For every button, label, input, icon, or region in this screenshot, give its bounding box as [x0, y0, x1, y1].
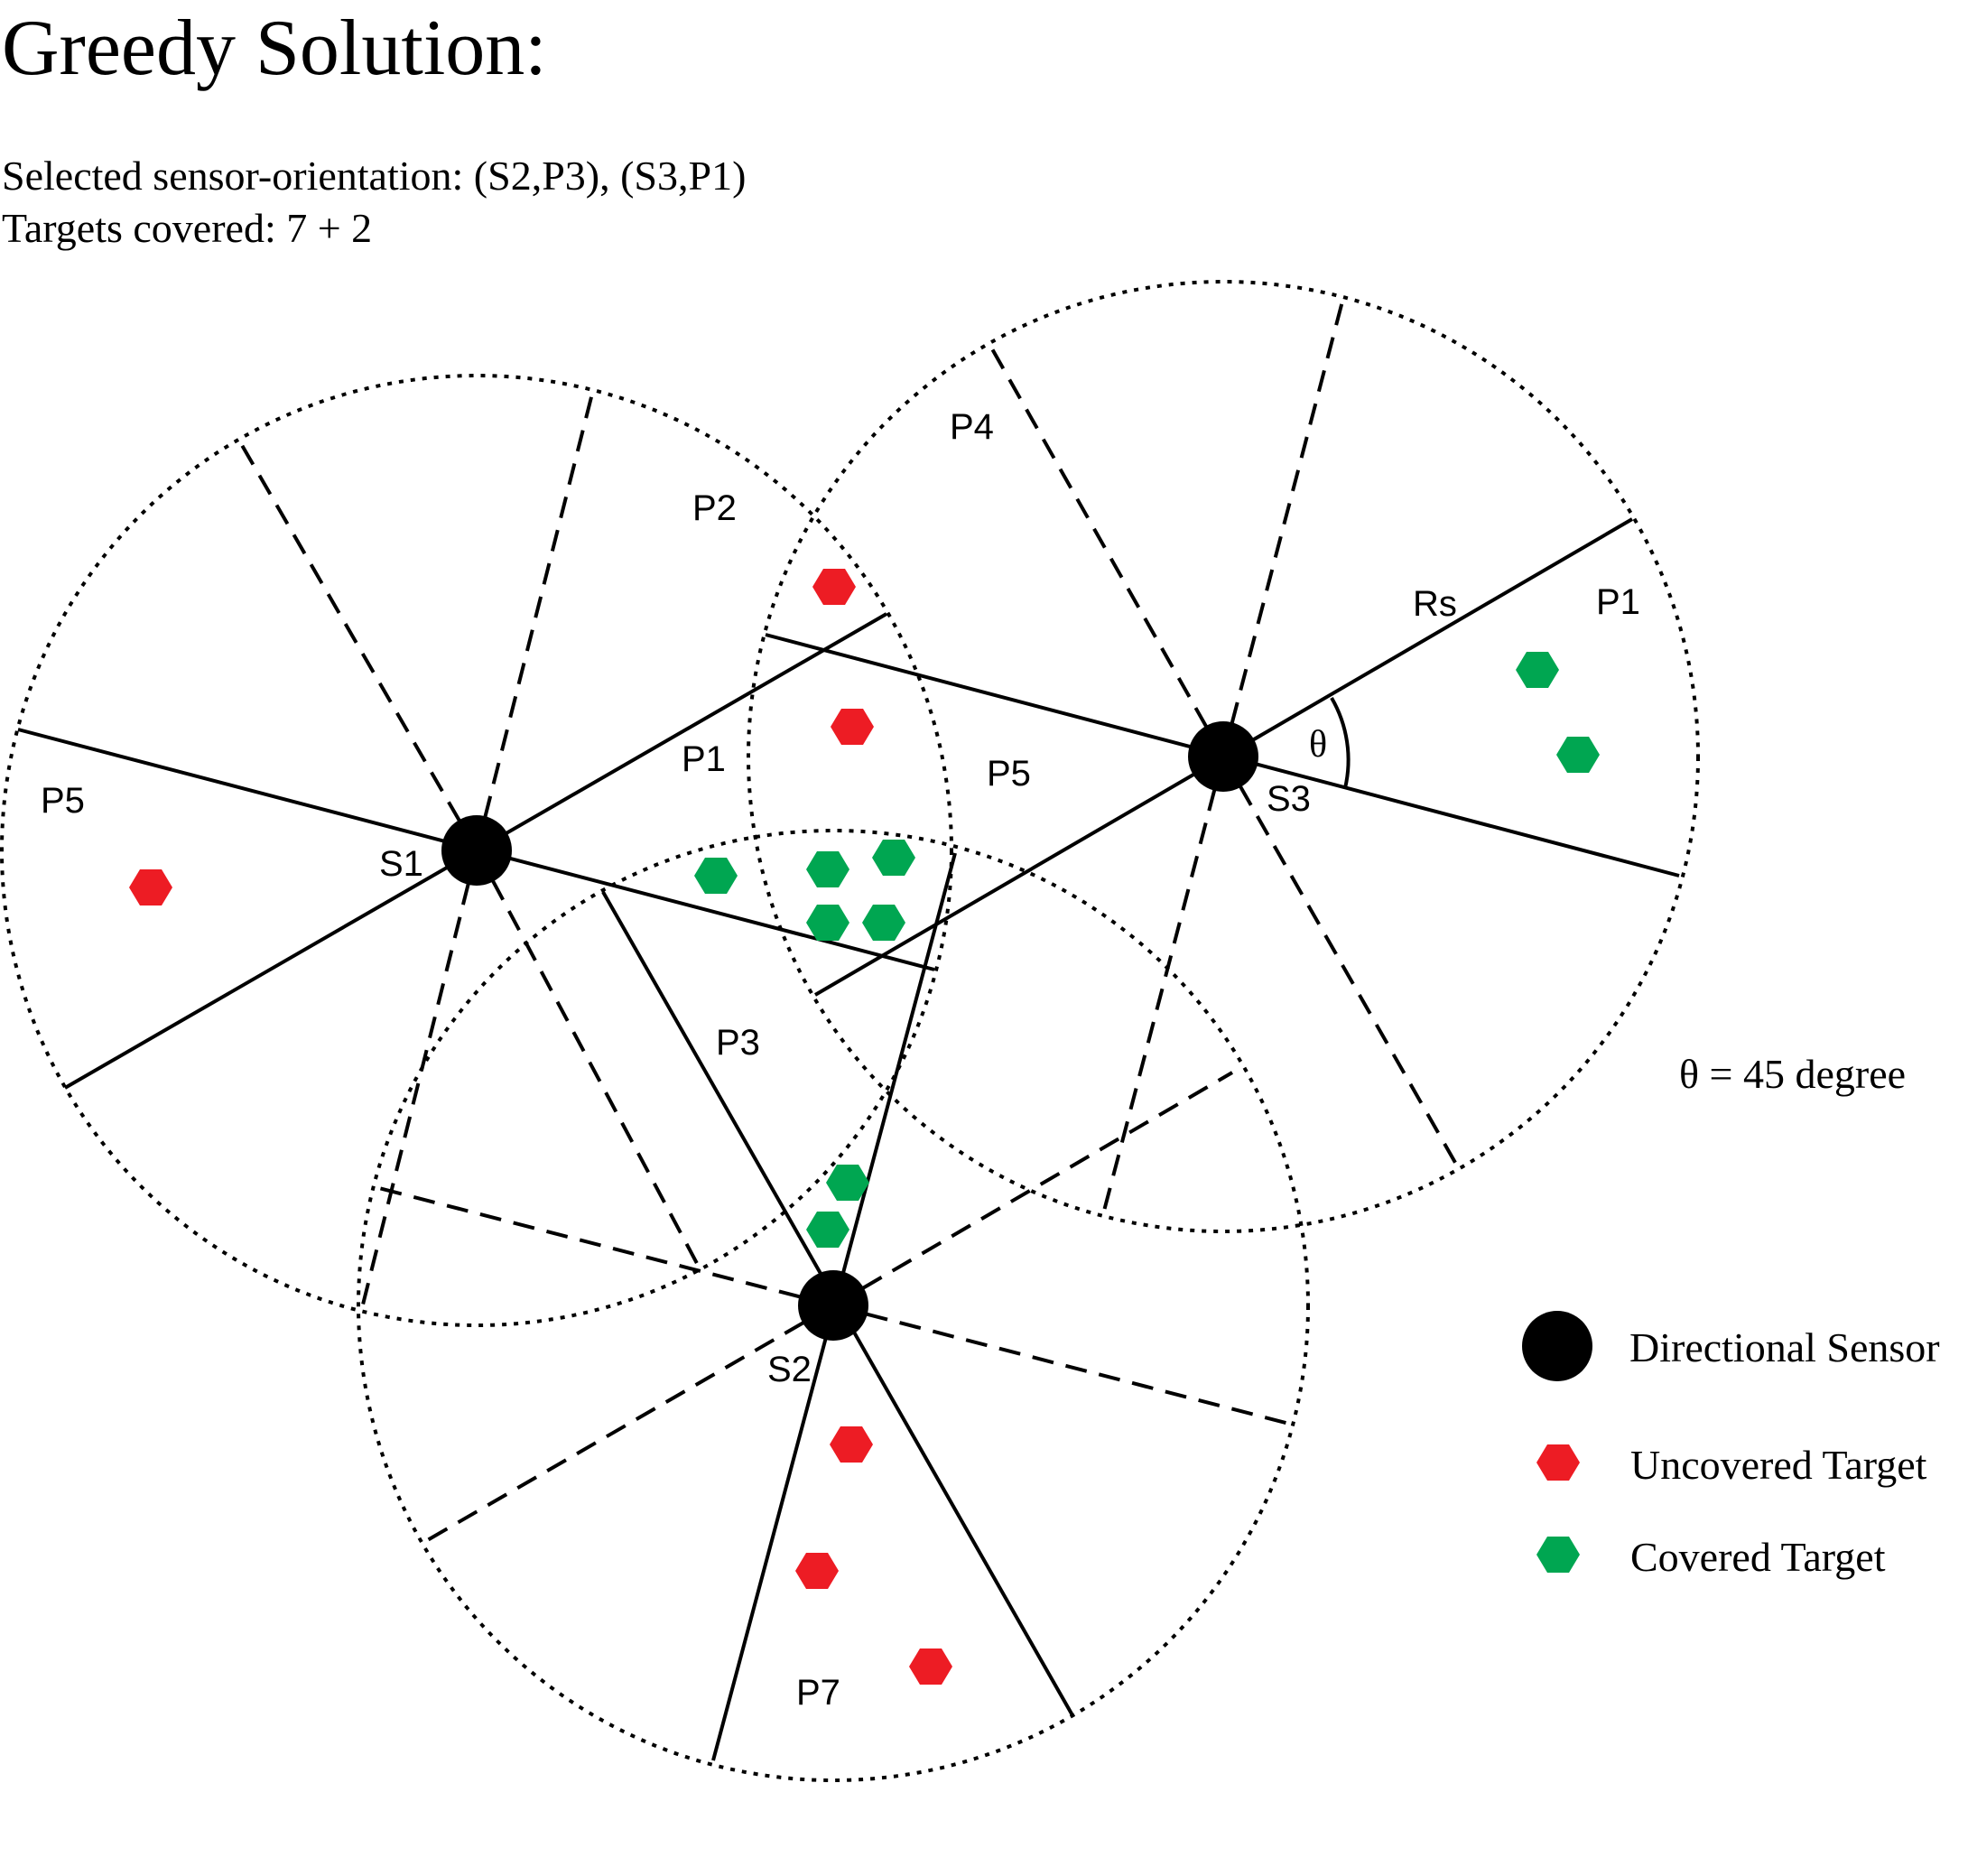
uncovered-target: [129, 869, 172, 905]
partition-label: P5: [987, 754, 1031, 794]
legend-sensor-label: Directional Sensor: [1629, 1324, 1940, 1370]
covered-target: [872, 840, 915, 876]
legend-covered-label: Covered Target: [1630, 1534, 1886, 1580]
diagram-title: Greedy Solution:: [2, 5, 547, 92]
s1-boundary: [237, 439, 478, 852]
sensors: [441, 721, 1258, 1341]
s1-boundary: [359, 850, 478, 1313]
covered-target: [694, 858, 738, 894]
sensing-ranges: [0, 280, 1700, 1782]
range-label: Rs: [1413, 584, 1457, 624]
sensor-s3-node: [1188, 721, 1258, 792]
theta-angle-arc: [1330, 696, 1351, 789]
uncovered-target: [795, 1553, 839, 1589]
legend-uncovered-icon: [1536, 1444, 1580, 1481]
legend: Directional Sensor Uncovered Target Cove…: [1522, 1311, 1940, 1580]
sector-boundaries: [17, 517, 1680, 1761]
uncovered-target: [831, 709, 874, 745]
legend-covered-icon: [1536, 1537, 1580, 1573]
s3-boundary: [1221, 297, 1345, 757]
partition-label: P1: [682, 739, 726, 779]
s3-sensing-range: [747, 280, 1700, 1233]
sensor-label: S1: [379, 844, 423, 884]
legend-sensor-icon: [1522, 1311, 1592, 1381]
targets: [129, 569, 1600, 1685]
s3-boundary: [1101, 756, 1225, 1215]
legend-uncovered-label: Uncovered Target: [1630, 1442, 1927, 1488]
s2-boundary: [831, 1071, 1234, 1307]
uncovered-target: [812, 569, 856, 605]
sensor-label: S3: [1267, 779, 1311, 819]
selected-orientation-line: Selected sensor-orientation: (S2,P3), (S…: [2, 153, 746, 199]
uncovered-target: [909, 1648, 952, 1685]
sensor-label: S2: [767, 1350, 812, 1389]
partition-label: P1: [1596, 582, 1640, 622]
uncovered-target: [830, 1426, 873, 1463]
theta-value-note: θ = 45 degree: [1679, 1051, 1906, 1097]
covered-target: [826, 1165, 869, 1201]
s1-sensing-range: [0, 374, 953, 1327]
partition-label: P7: [796, 1673, 840, 1713]
covered-target: [806, 905, 849, 941]
covered-target: [1516, 652, 1559, 688]
covered-target: [862, 905, 905, 941]
partition-label: P3: [716, 1023, 760, 1063]
theta-symbol: θ: [1309, 724, 1327, 766]
partition-labels: P2 P1 P5 P4 P1 P5 P3 P7: [41, 407, 1640, 1713]
covered-target: [806, 1212, 849, 1248]
covered-target: [806, 851, 849, 887]
s3-boundary: [989, 345, 1225, 757]
s2-sensing-range: [357, 829, 1310, 1782]
covered-target: [1556, 737, 1600, 773]
s2-boundary: [422, 1304, 835, 1544]
sensor-s2-node: [798, 1270, 868, 1341]
sensor-s1-node: [441, 815, 512, 886]
partition-label: P5: [41, 781, 85, 821]
s2-boundary: [832, 1304, 1294, 1426]
partition-boundaries: [237, 297, 1460, 1544]
s1-boundary: [475, 389, 595, 851]
s3-boundary: [1221, 756, 1460, 1168]
partition-label: P4: [950, 407, 994, 447]
s1-boundary: [475, 850, 701, 1269]
targets-covered-line: Targets covered: 7 + 2: [2, 205, 372, 251]
partition-label: P2: [692, 488, 737, 528]
s2-boundary: [378, 1186, 834, 1307]
